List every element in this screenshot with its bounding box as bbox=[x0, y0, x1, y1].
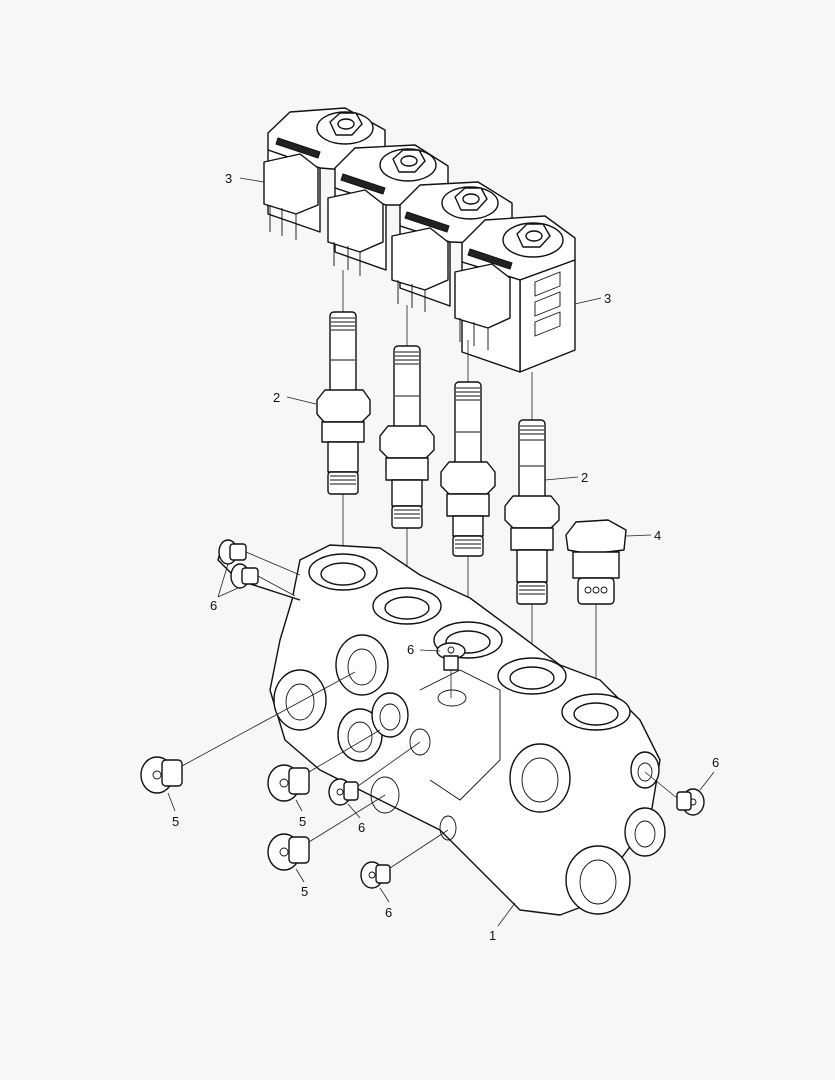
solenoid-coil-group bbox=[263, 107, 576, 373]
callout-labels: 3 3 2 2 4 6 6 6 5 5 6 5 6 1 bbox=[172, 171, 719, 943]
cartridge-valves bbox=[316, 270, 560, 666]
cartridge-valve-4 bbox=[504, 419, 560, 605]
cartridge-valve-2 bbox=[379, 345, 435, 529]
plug-5-b bbox=[267, 729, 381, 802]
callout-leaders bbox=[167, 177, 715, 927]
plug-6-c bbox=[328, 741, 421, 806]
cartridge-valve-1 bbox=[316, 311, 371, 495]
callout-5c: 5 bbox=[301, 884, 308, 899]
plug-5-a bbox=[140, 671, 356, 794]
callout-6d: 6 bbox=[358, 820, 365, 835]
plug-5-c bbox=[267, 794, 386, 871]
callout-3b: 3 bbox=[604, 291, 611, 306]
callout-5b: 5 bbox=[299, 814, 306, 829]
callout-2b: 2 bbox=[581, 470, 588, 485]
plugs bbox=[140, 539, 705, 889]
callout-3a: 3 bbox=[225, 171, 232, 186]
cartridge-valve-3 bbox=[440, 381, 496, 557]
callout-1: 1 bbox=[489, 928, 496, 943]
plug-6-d bbox=[360, 829, 449, 889]
callout-4: 4 bbox=[654, 528, 661, 543]
solenoid-coil-4 bbox=[454, 215, 576, 373]
plug-6-b bbox=[436, 642, 466, 698]
plug-6-a bbox=[218, 539, 301, 597]
callout-6c: 6 bbox=[712, 755, 719, 770]
callout-2a: 2 bbox=[273, 390, 280, 405]
valve-body bbox=[217, 544, 666, 916]
plug-6-e bbox=[644, 771, 705, 816]
callout-6a: 6 bbox=[210, 598, 217, 613]
plug-cartridge bbox=[565, 519, 627, 705]
callout-6b: 6 bbox=[407, 642, 414, 657]
callout-6e: 6 bbox=[385, 905, 392, 920]
callout-5a: 5 bbox=[172, 814, 179, 829]
